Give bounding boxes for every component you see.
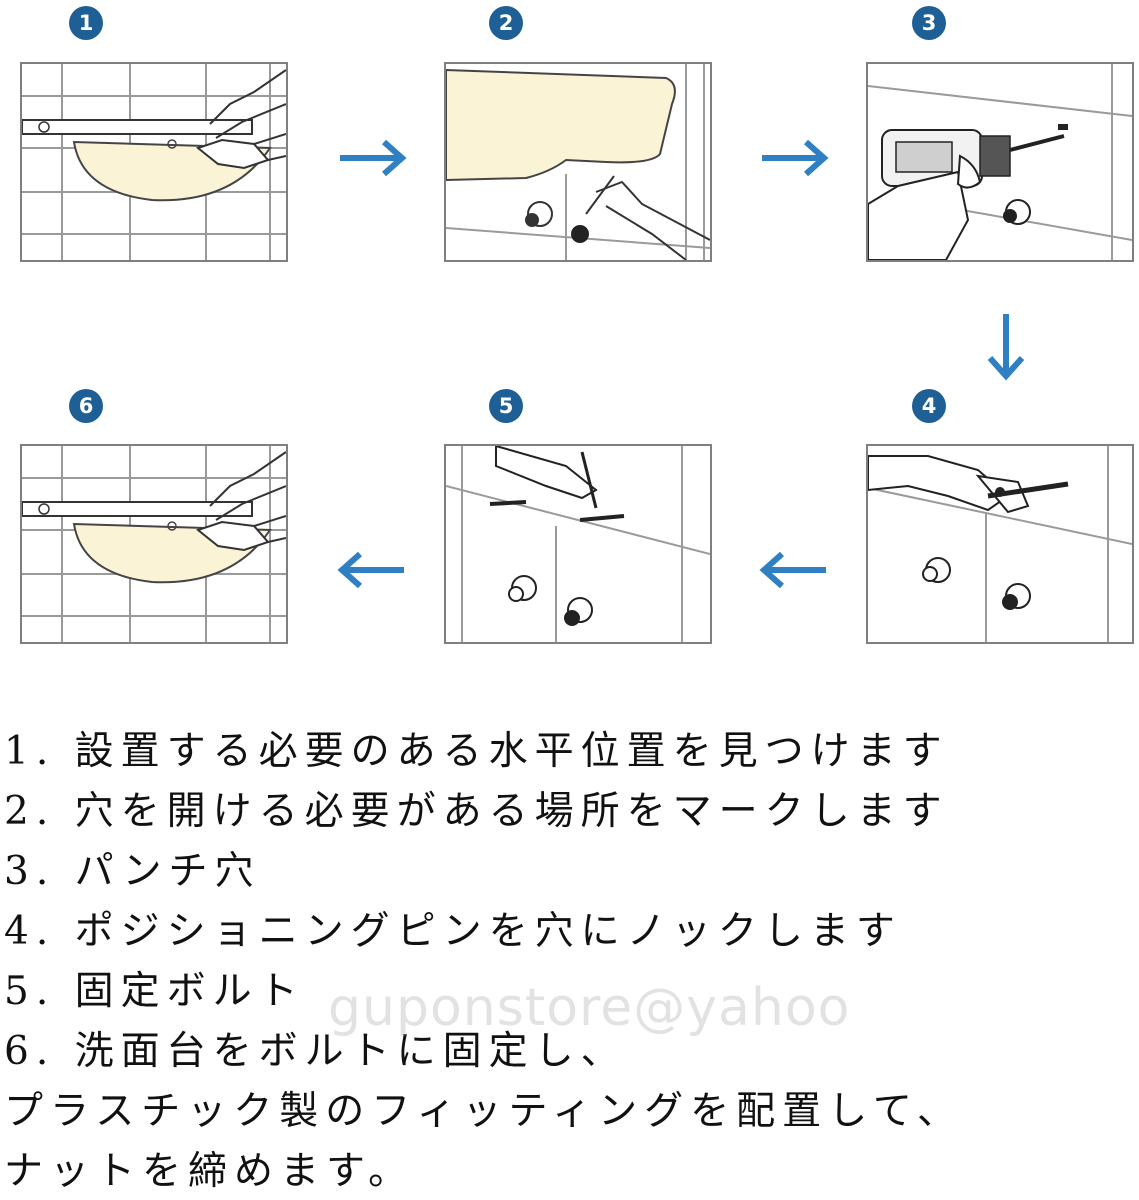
arrow-right-icon (340, 140, 407, 176)
instruction-list: 1. 設置する必要のある水平位置を見つけます 2. 穴を開ける必要がある場所をマ… (4, 722, 1134, 1200)
step-4-illustration (866, 444, 1134, 644)
level-and-sink-icon (22, 446, 286, 642)
instruction-step-6-continued: プラスチック製のフィッティングを配置して、 (4, 1089, 963, 1134)
watermark: guponstore@yahoo (328, 978, 851, 1038)
step-3-badge: 3 (912, 6, 946, 40)
arrow-left-icon (759, 552, 826, 588)
fix-bolt-icon (446, 446, 710, 642)
instruction-step-3: 3. パンチ穴 (4, 849, 261, 894)
level-and-sink-icon (22, 64, 286, 260)
step-1-illustration (20, 62, 288, 262)
step-1-badge: 1 (69, 6, 103, 40)
step-5-badge: 5 (489, 389, 523, 423)
instruction-step-4: 4. ポジショニングピンを穴にノックします (4, 909, 902, 954)
step-3-illustration (866, 62, 1134, 262)
step-2-badge: 2 (489, 6, 523, 40)
arrow-down-icon (987, 314, 1025, 381)
step-4-badge: 4 (912, 389, 946, 423)
knock-pin-icon (868, 446, 1132, 642)
arrow-left-icon (337, 552, 404, 588)
step-6-badge: 6 (69, 389, 103, 423)
instruction-step-6-continued: ナットを締めます。 (4, 1149, 415, 1194)
instruction-step-5: 5. 固定ボルト (4, 969, 305, 1014)
instruction-step-1: 1. 設置する必要のある水平位置を見つけます (4, 729, 949, 774)
step-5-illustration (444, 444, 712, 644)
arrow-right-icon (762, 140, 829, 176)
instruction-step-6: 6. 洗面台をボルトに固定し、 (4, 1029, 627, 1074)
drill-icon (868, 64, 1132, 260)
mark-holes-icon (446, 64, 710, 260)
step-2-illustration (444, 62, 712, 262)
step-6-illustration (20, 444, 288, 644)
instruction-step-2: 2. 穴を開ける必要がある場所をマークします (4, 789, 949, 834)
